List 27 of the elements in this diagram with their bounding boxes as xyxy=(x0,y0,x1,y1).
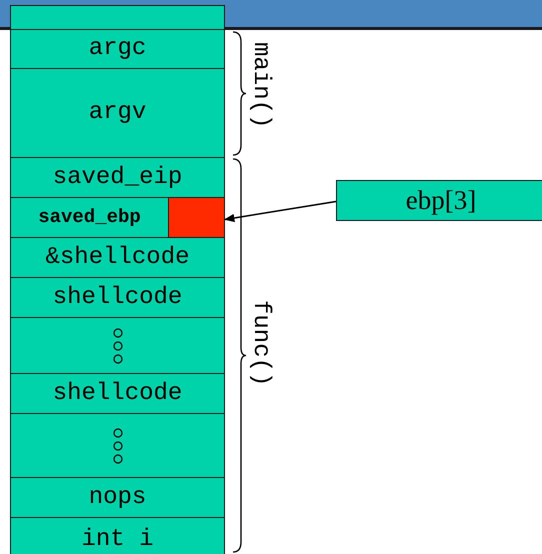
cell-label: argc xyxy=(88,37,146,61)
memory-cell xyxy=(10,237,225,278)
memory-cell xyxy=(10,517,225,554)
memory-cell xyxy=(10,157,225,198)
memory-cell xyxy=(10,197,169,238)
cell-label: &shellcode xyxy=(45,246,190,270)
highlight-cell xyxy=(168,197,225,238)
memory-cell xyxy=(10,277,225,318)
memory-cell xyxy=(10,413,225,478)
cell-label: nops xyxy=(88,486,146,510)
memory-cell xyxy=(10,373,225,414)
memory-cell xyxy=(10,477,225,518)
cell-label: int i xyxy=(81,528,154,552)
memory-cell xyxy=(10,317,225,374)
pointer-box xyxy=(336,180,542,221)
cell-label: saved_ebp xyxy=(38,208,141,227)
bracket-label: main() xyxy=(248,42,272,128)
cell-label: shellcode xyxy=(52,382,182,406)
arrow xyxy=(224,200,336,222)
cell-label: shellcode xyxy=(52,286,182,310)
memory-cell xyxy=(10,68,225,158)
cell-label: saved_eip xyxy=(52,166,182,190)
cell-label: argv xyxy=(88,101,146,125)
cell-label: ebp[3] xyxy=(406,187,476,214)
memory-cell xyxy=(10,29,225,69)
bracket-label: func() xyxy=(248,300,272,386)
memory-cell xyxy=(10,5,225,30)
